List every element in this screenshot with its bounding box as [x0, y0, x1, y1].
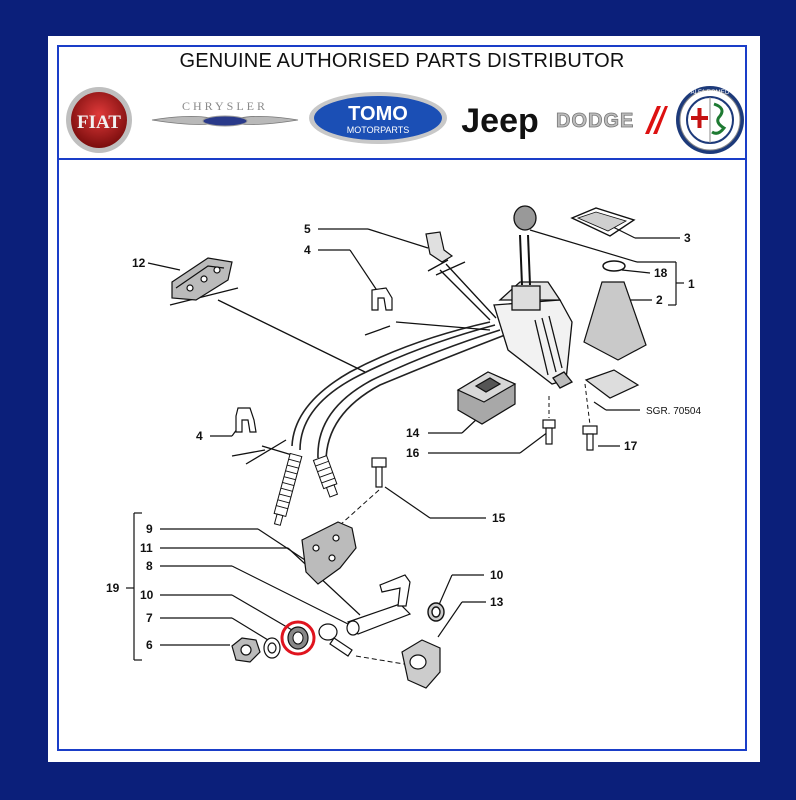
bolt-axis-17 — [584, 383, 591, 426]
sgr-reference: SGR. 70504 — [646, 406, 701, 417]
callout-10-right: 10 — [490, 568, 504, 582]
shift-cables — [291, 321, 506, 463]
dodge-logo-text: DODGE — [556, 110, 634, 132]
gear-shift-lever-assembly — [493, 205, 574, 389]
selector-lever-11 — [346, 574, 412, 636]
tomo-logo-subtext: MOTORPARTS — [347, 125, 410, 135]
callout-6: 6 — [146, 638, 153, 652]
chrysler-logo: CHRYSLER — [151, 99, 299, 127]
jeep-logo: Jeep — [461, 102, 539, 140]
callout-3: 3 — [684, 231, 691, 245]
chrysler-logo-text: CHRYSLER — [182, 99, 268, 113]
clip-4-left — [235, 407, 257, 433]
fiat-logo-text: FIAT — [77, 112, 121, 133]
banner-title: GENUINE AUTHORISED PARTS DISTRIBUTOR — [179, 50, 625, 72]
callout-5: 5 — [304, 222, 311, 236]
callout-19: 19 — [106, 581, 120, 595]
callout-8: 8 — [146, 559, 153, 573]
gear-boot-2 — [583, 281, 647, 361]
boot-base-frame — [584, 369, 640, 399]
highlight-ring — [280, 620, 316, 656]
bushing-10-left — [287, 626, 309, 650]
bolt-17 — [582, 425, 598, 451]
callout-4-top: 4 — [304, 243, 311, 257]
tomo-logo-text: TOMO — [348, 103, 408, 125]
callout-7: 7 — [146, 611, 153, 625]
callout-15: 15 — [492, 511, 506, 525]
fiat-logo: FIAT — [66, 87, 132, 153]
mounting-bracket-9 — [301, 521, 357, 585]
alfa-romeo-logo-text: ALFA ROMEO — [691, 90, 730, 96]
jeep-logo-text: Jeep — [461, 102, 539, 140]
cover-block-14 — [456, 371, 517, 425]
tomo-logo: TOMO MOTORPARTS — [309, 92, 447, 144]
alfa-romeo-logo: ALFA ROMEO — [676, 86, 744, 154]
cable-ends — [273, 452, 339, 526]
content-panel — [57, 45, 747, 751]
boot-frame-3 — [570, 207, 636, 237]
leader-lines — [126, 222, 684, 661]
callout-16: 16 — [406, 446, 420, 460]
callout-labels: 1 2 3 4 4 5 6 7 8 9 10 10 11 12 13 14 15… — [106, 222, 695, 652]
callout-17: 17 — [624, 439, 638, 453]
link-axis — [355, 655, 405, 665]
clip-5 — [425, 231, 454, 263]
ring-18 — [602, 260, 626, 272]
bushing-10-right — [427, 602, 445, 622]
washer-7 — [263, 637, 281, 659]
callout-12: 12 — [132, 256, 146, 270]
bolt-16 — [542, 419, 556, 445]
bolt-15 — [371, 457, 387, 488]
clip-4-top — [371, 287, 393, 311]
callout-18: 18 — [654, 266, 668, 280]
dash-lines — [169, 259, 497, 465]
callout-13: 13 — [490, 595, 504, 609]
ball-joint-13 — [401, 639, 441, 689]
callout-9: 9 — [146, 522, 153, 536]
callout-4-left: 4 — [196, 429, 203, 443]
bolt-axis-15 — [339, 489, 380, 526]
callout-1: 1 — [688, 277, 695, 291]
nut-6 — [231, 637, 261, 663]
bracket-12 — [171, 257, 233, 301]
header-divider — [57, 158, 747, 160]
callout-10-left: 10 — [140, 588, 154, 602]
callout-2: 2 — [656, 293, 663, 307]
callout-11: 11 — [140, 541, 153, 555]
dodge-logo: DODGE — [556, 106, 668, 134]
callout-14: 14 — [406, 426, 420, 440]
link-rod-8 — [318, 623, 353, 657]
